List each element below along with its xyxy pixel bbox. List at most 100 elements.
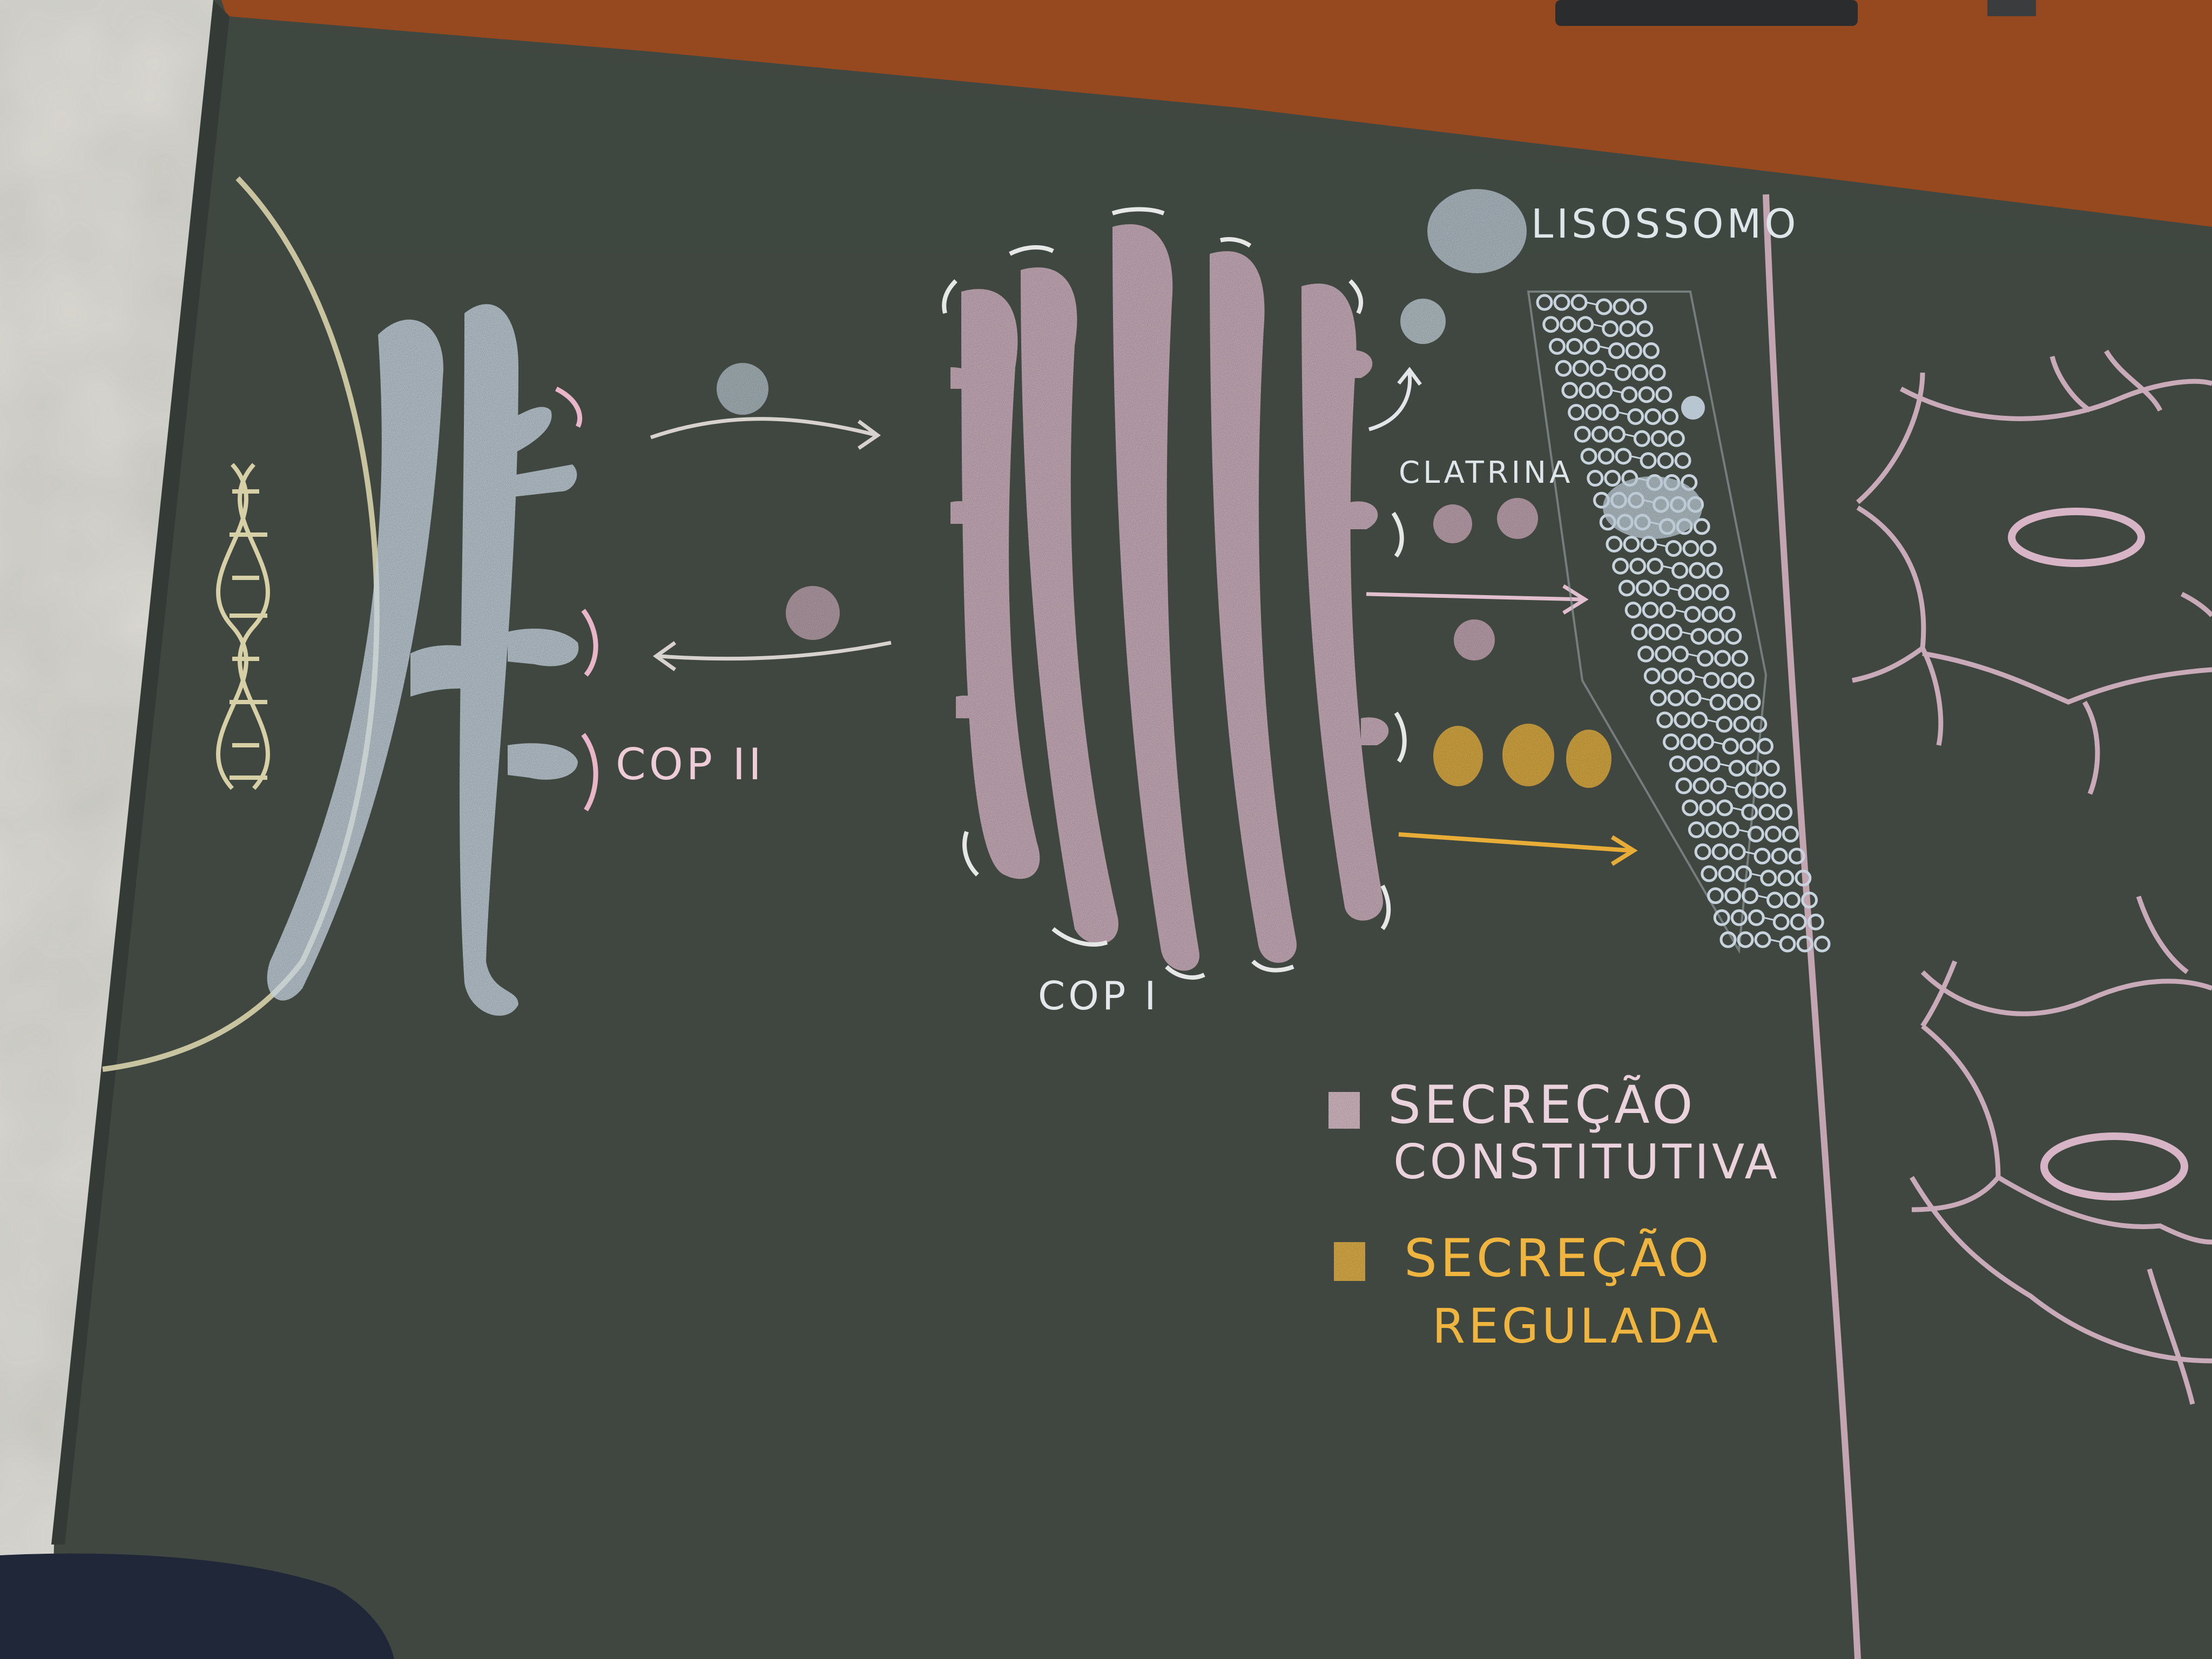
legend-regulated-line2: REGULADA xyxy=(1432,1298,1722,1354)
lipid-head xyxy=(1608,426,1626,443)
lipid-head xyxy=(1728,759,1745,777)
lipid-tail xyxy=(1611,389,1622,394)
clathrin-vesicle xyxy=(1433,504,1472,543)
lipid-head xyxy=(1747,826,1764,843)
lipid-tail xyxy=(1700,697,1711,701)
lipid-head xyxy=(1779,935,1796,953)
lipid-head xyxy=(1570,294,1588,311)
lipid-head xyxy=(1725,628,1742,645)
vesicle-pink xyxy=(786,586,840,640)
lipid-head xyxy=(1724,887,1742,905)
lipid-head xyxy=(1763,759,1780,777)
lipid-tail xyxy=(1719,763,1730,767)
chair-back xyxy=(0,1553,394,1659)
lipid-head xyxy=(1682,799,1699,817)
lipid-head xyxy=(1711,843,1729,860)
lipid-head xyxy=(1649,364,1666,381)
lipid-head xyxy=(1665,540,1682,557)
cop-ii-coat-arcs xyxy=(555,386,598,812)
lipid-tail xyxy=(1630,455,1641,460)
lipid-head xyxy=(1689,562,1706,579)
lipid-head xyxy=(1642,602,1659,619)
lipid-head xyxy=(1745,759,1763,777)
lipid-head xyxy=(1656,711,1674,729)
dna-helix xyxy=(216,463,270,790)
legend-swatch-constitutive xyxy=(1328,1092,1360,1129)
lipid-head xyxy=(1754,847,1771,865)
lipid-head xyxy=(1716,799,1734,817)
cell-nucleus-ring xyxy=(2008,508,2145,567)
lipid-head xyxy=(1813,935,1831,953)
lipid-head xyxy=(1690,628,1708,645)
lipid-tail xyxy=(1770,939,1781,943)
epithelial-cells xyxy=(1852,349,2212,1405)
lipid-head xyxy=(1657,452,1674,469)
lipid-head xyxy=(1587,470,1604,487)
lipid-head xyxy=(1583,338,1600,355)
lipid-head xyxy=(1707,887,1724,905)
projector xyxy=(1555,0,1858,26)
lipid-head xyxy=(1574,426,1591,443)
lipid-head xyxy=(1735,865,1752,882)
lipid-head xyxy=(1697,650,1714,667)
lipid-head xyxy=(1579,382,1596,399)
lipid-head xyxy=(1630,298,1647,315)
lipid-head xyxy=(1624,602,1642,619)
legend-regulated-line1: SECREÇÃO xyxy=(1404,1228,1712,1289)
lipid-head xyxy=(1766,892,1784,909)
lipid-head xyxy=(1756,738,1773,755)
lipid-head xyxy=(1647,557,1664,575)
lysosome xyxy=(1427,189,1527,273)
lipid-head xyxy=(1719,931,1737,948)
clathrin-vesicle xyxy=(1497,498,1538,539)
lipid-head xyxy=(1643,667,1661,685)
lipid-head xyxy=(1700,540,1717,557)
lipid-tail xyxy=(1744,851,1755,855)
lipid-head xyxy=(1807,913,1824,930)
lipid-head xyxy=(1669,755,1686,772)
lipid-head xyxy=(1776,804,1793,821)
arrow-er-to-golgi xyxy=(650,417,881,450)
lipid-head xyxy=(1595,298,1613,315)
lipid-head xyxy=(1580,448,1597,465)
lipid-head xyxy=(1644,408,1662,425)
lipid-tail xyxy=(1593,323,1603,328)
lipid-head xyxy=(1722,738,1739,755)
lipid-head xyxy=(1741,804,1758,821)
lipid-head xyxy=(1650,430,1668,447)
lipid-head xyxy=(1596,382,1613,399)
lipid-head xyxy=(1668,430,1685,447)
lipid-head xyxy=(1703,755,1721,772)
lipid-head xyxy=(1709,693,1727,711)
lipid-head xyxy=(1777,869,1795,887)
lipid-head xyxy=(1708,628,1725,645)
lipid-head xyxy=(1686,755,1703,772)
lipid-head xyxy=(1662,408,1679,425)
lipid-head xyxy=(1701,606,1718,623)
lipid-head xyxy=(1568,403,1585,421)
small-vesicle-white xyxy=(1400,299,1446,344)
lipid-head xyxy=(1790,913,1807,930)
lipid-head xyxy=(1629,557,1647,575)
lipid-head xyxy=(1752,781,1769,799)
lipid-head xyxy=(1640,452,1657,469)
lipid-head xyxy=(1694,843,1711,860)
lipid-head xyxy=(1655,386,1673,403)
lipid-tail xyxy=(1681,631,1692,635)
lipid-tail xyxy=(1757,895,1768,899)
lipid-head xyxy=(1606,536,1623,553)
lipid-head xyxy=(1703,672,1720,689)
lipid-head xyxy=(1688,821,1705,839)
lipid-head xyxy=(1653,579,1670,597)
golgi-apparatus xyxy=(950,224,1389,971)
lipid-head xyxy=(1633,430,1650,447)
lipid-head xyxy=(1713,909,1730,926)
lipid-head xyxy=(1699,799,1716,817)
label-cop-i: COP I xyxy=(1038,973,1159,1019)
chalkboard xyxy=(51,0,2212,1659)
lipid-head xyxy=(1635,579,1653,597)
lipid-head xyxy=(1718,606,1736,623)
lipid-head xyxy=(1597,448,1615,465)
lipid-head xyxy=(1585,403,1602,421)
lipid-head xyxy=(1697,733,1714,751)
